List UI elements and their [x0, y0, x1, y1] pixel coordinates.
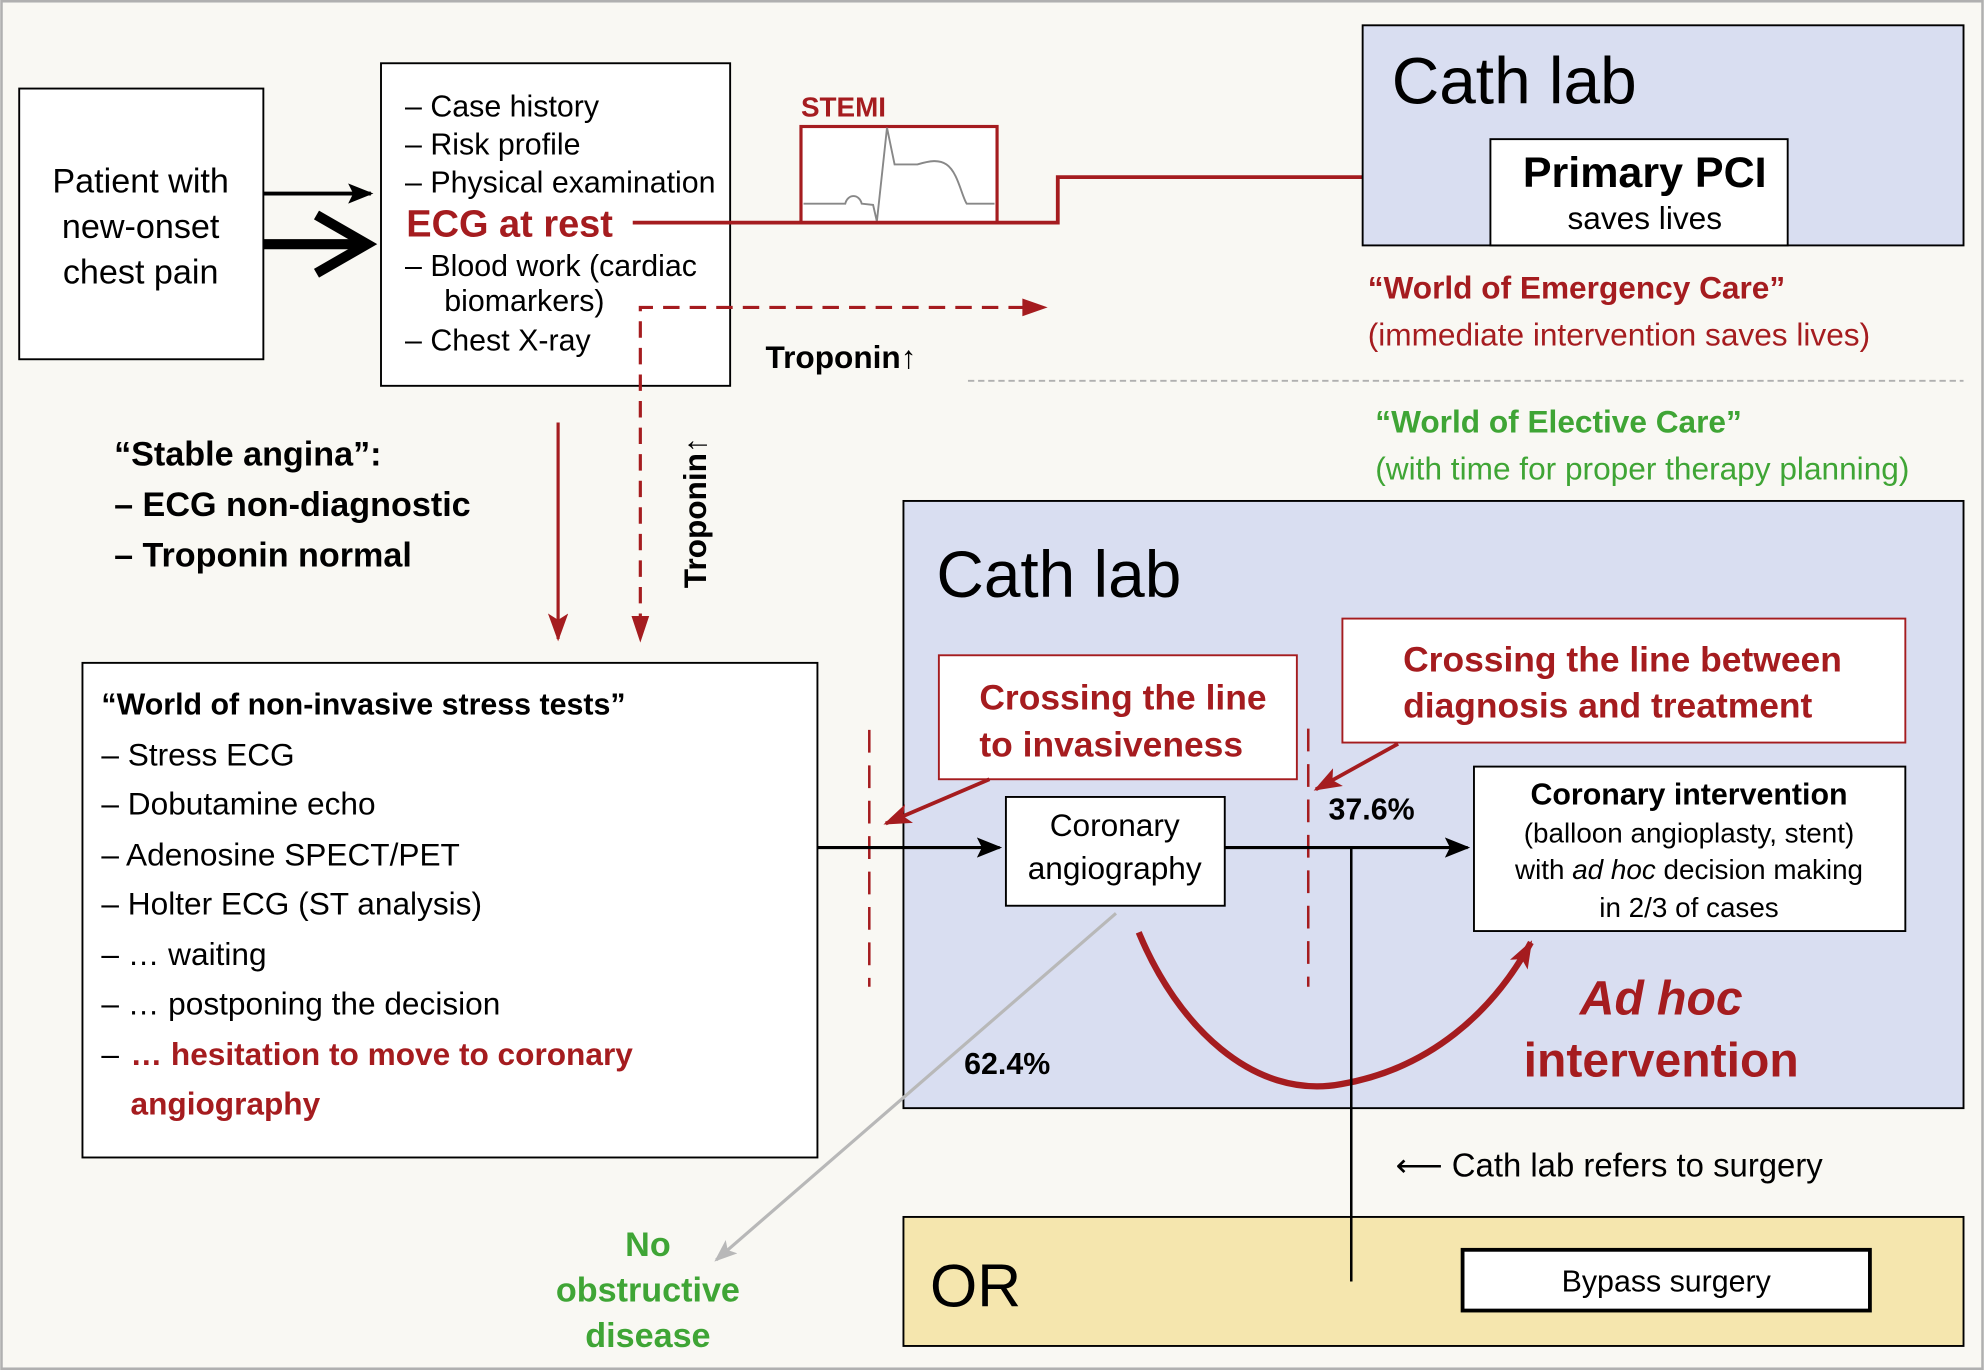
patient-box: Patient with new-onset chest pain — [18, 87, 265, 361]
stress-test-item: – … postponing the decision — [101, 986, 500, 1022]
stable-angina-item: – ECG non-diagnostic — [114, 486, 471, 524]
callout-invasiveness-pointer — [883, 777, 991, 826]
ecg-trace-icon — [803, 127, 995, 222]
stable-angina-title: “Stable angina”: — [114, 436, 381, 474]
patient-line-1: Patient with — [52, 162, 229, 200]
callout-invasiveness-line-1: Crossing the line — [979, 678, 1266, 718]
stable-angina-item: – Troponin normal — [114, 537, 412, 575]
ad-hoc-italic-label: Ad hoc — [1579, 972, 1743, 1026]
surgery-referral-label: ⟵ Cath lab refers to surgery — [1396, 1146, 1824, 1183]
callout-treatment-line-2: diagnosis and treatment — [1403, 685, 1812, 725]
patient-line-2: new-onset — [62, 208, 220, 246]
ad-hoc-intervention-label: intervention — [1524, 1034, 1799, 1088]
elective-world-subtitle: (with time for proper therapy planning) — [1375, 450, 1909, 486]
stable-angina-note: “Stable angina”: – ECG non-diagnostic – … — [114, 436, 471, 575]
emergency-cath-lab: Cath lab Primary PCI saves lives — [1361, 24, 1965, 247]
troponin-pathway: Troponin↑ Troponin↑ — [631, 298, 1048, 643]
bypass-surgery-label: Bypass surgery — [1562, 1266, 1772, 1299]
stress-test-item: – Holter ECG (ST analysis) — [101, 886, 482, 922]
stress-test-item: – Adenosine SPECT/PET — [101, 836, 459, 872]
patient-line-3: chest pain — [63, 253, 219, 291]
no-disease-line-1: No — [625, 1226, 671, 1264]
callout-treatment-pointer — [1313, 742, 1399, 792]
emergency-world-subtitle: (immediate intervention saves lives) — [1368, 316, 1870, 352]
primary-pci-subtitle: saves lives — [1567, 200, 1722, 236]
stemi-ecg-box — [799, 124, 999, 225]
arrow-angiography-to-no-disease — [714, 912, 1118, 1262]
ecg-at-rest-label: ECG at rest — [406, 204, 613, 246]
workup-item: biomarkers) — [444, 285, 604, 318]
intervention-box: Coronary intervention (balloon angioplas… — [1473, 765, 1907, 932]
elective-world-title: “World of Elective Care” — [1375, 404, 1742, 440]
stress-test-item: – … waiting — [101, 936, 266, 972]
callout-treatment: Crossing the line between diagnosis and … — [1313, 617, 1907, 792]
primary-pci-title: Primary PCI — [1523, 149, 1767, 197]
or-room: OR Bypass surgery — [902, 1215, 1965, 1347]
pct-intervention: 37.6% — [1328, 794, 1414, 827]
no-disease-line-2: obstructive — [556, 1272, 740, 1310]
intervention-line-3: in 2/3 of cases — [1599, 892, 1778, 923]
hesitation-line-2: angiography — [131, 1085, 321, 1121]
callout-treatment-line-1: Crossing the line between — [1403, 640, 1842, 680]
intervention-line-2: with ad hoc decision making — [1514, 854, 1863, 885]
or-title: OR — [930, 1252, 1021, 1320]
troponin-arrowhead-right — [1022, 298, 1048, 317]
troponin-dashed-line — [638, 305, 1041, 630]
workup-item: – Blood work (cardiac — [405, 250, 697, 283]
callout-invasiveness-line-2: to invasiveness — [979, 724, 1243, 764]
no-disease-label: No obstructive disease — [556, 1226, 740, 1355]
angiography-line-1: Coronary — [1050, 807, 1180, 843]
troponin-vertical-label: Troponin↑ — [677, 437, 713, 588]
primary-pci-box — [1489, 138, 1789, 247]
angiography-line-2: angiography — [1028, 850, 1202, 886]
troponin-horizontal-label: Troponin↑ — [766, 339, 917, 375]
no-disease-line-3: disease — [585, 1317, 710, 1355]
stress-test-item: – Dobutamine echo — [101, 786, 375, 822]
workup-item: – Chest X-ray — [405, 324, 591, 357]
cath-lab-title: Cath lab — [1392, 44, 1637, 118]
arrow-patient-to-workup-thick — [263, 210, 378, 278]
intervention-line-2-post: decision making — [1656, 854, 1863, 885]
troponin-arrowhead-down — [631, 616, 650, 643]
stress-test-dash: – — [101, 1036, 119, 1072]
stemi-label: STEMI — [801, 91, 886, 122]
emergency-world-title: “World of Emergency Care” — [1368, 270, 1785, 306]
stemi-pathway: STEMI — [632, 91, 1474, 225]
callout-invasiveness: Crossing the line to invasiveness — [883, 654, 1298, 826]
intervention-line-1: (balloon angioplasty, stent) — [1524, 817, 1855, 848]
angiography-box: Coronary angiography — [1004, 796, 1226, 907]
cath-lab-title: Cath lab — [936, 537, 1181, 611]
stress-tests-box: “World of non-invasive stress tests” – S… — [81, 661, 819, 1159]
arrow-ecg-to-primary-pci — [632, 166, 1474, 225]
intervention-title: Coronary intervention — [1530, 779, 1847, 812]
pct-no-disease: 62.4% — [964, 1048, 1050, 1081]
workup-box: – Case history – Risk profile – Physical… — [380, 62, 732, 387]
bypass-surgery-box — [1460, 1247, 1872, 1313]
stress-tests-title: “World of non-invasive stress tests” — [101, 689, 625, 722]
stress-test-item: – Stress ECG — [101, 736, 294, 772]
workup-item: – Case history — [405, 90, 600, 123]
workup-item: – Physical examination — [405, 166, 716, 199]
intervention-line-2-italic: ad hoc — [1572, 854, 1656, 885]
hesitation-line-1: … hesitation to move to coronary — [131, 1036, 634, 1072]
intervention-line-2-pre: with — [1514, 854, 1572, 885]
ad-hoc-curved-arrow — [1135, 931, 1534, 1090]
workup-item: – Risk profile — [405, 128, 580, 161]
